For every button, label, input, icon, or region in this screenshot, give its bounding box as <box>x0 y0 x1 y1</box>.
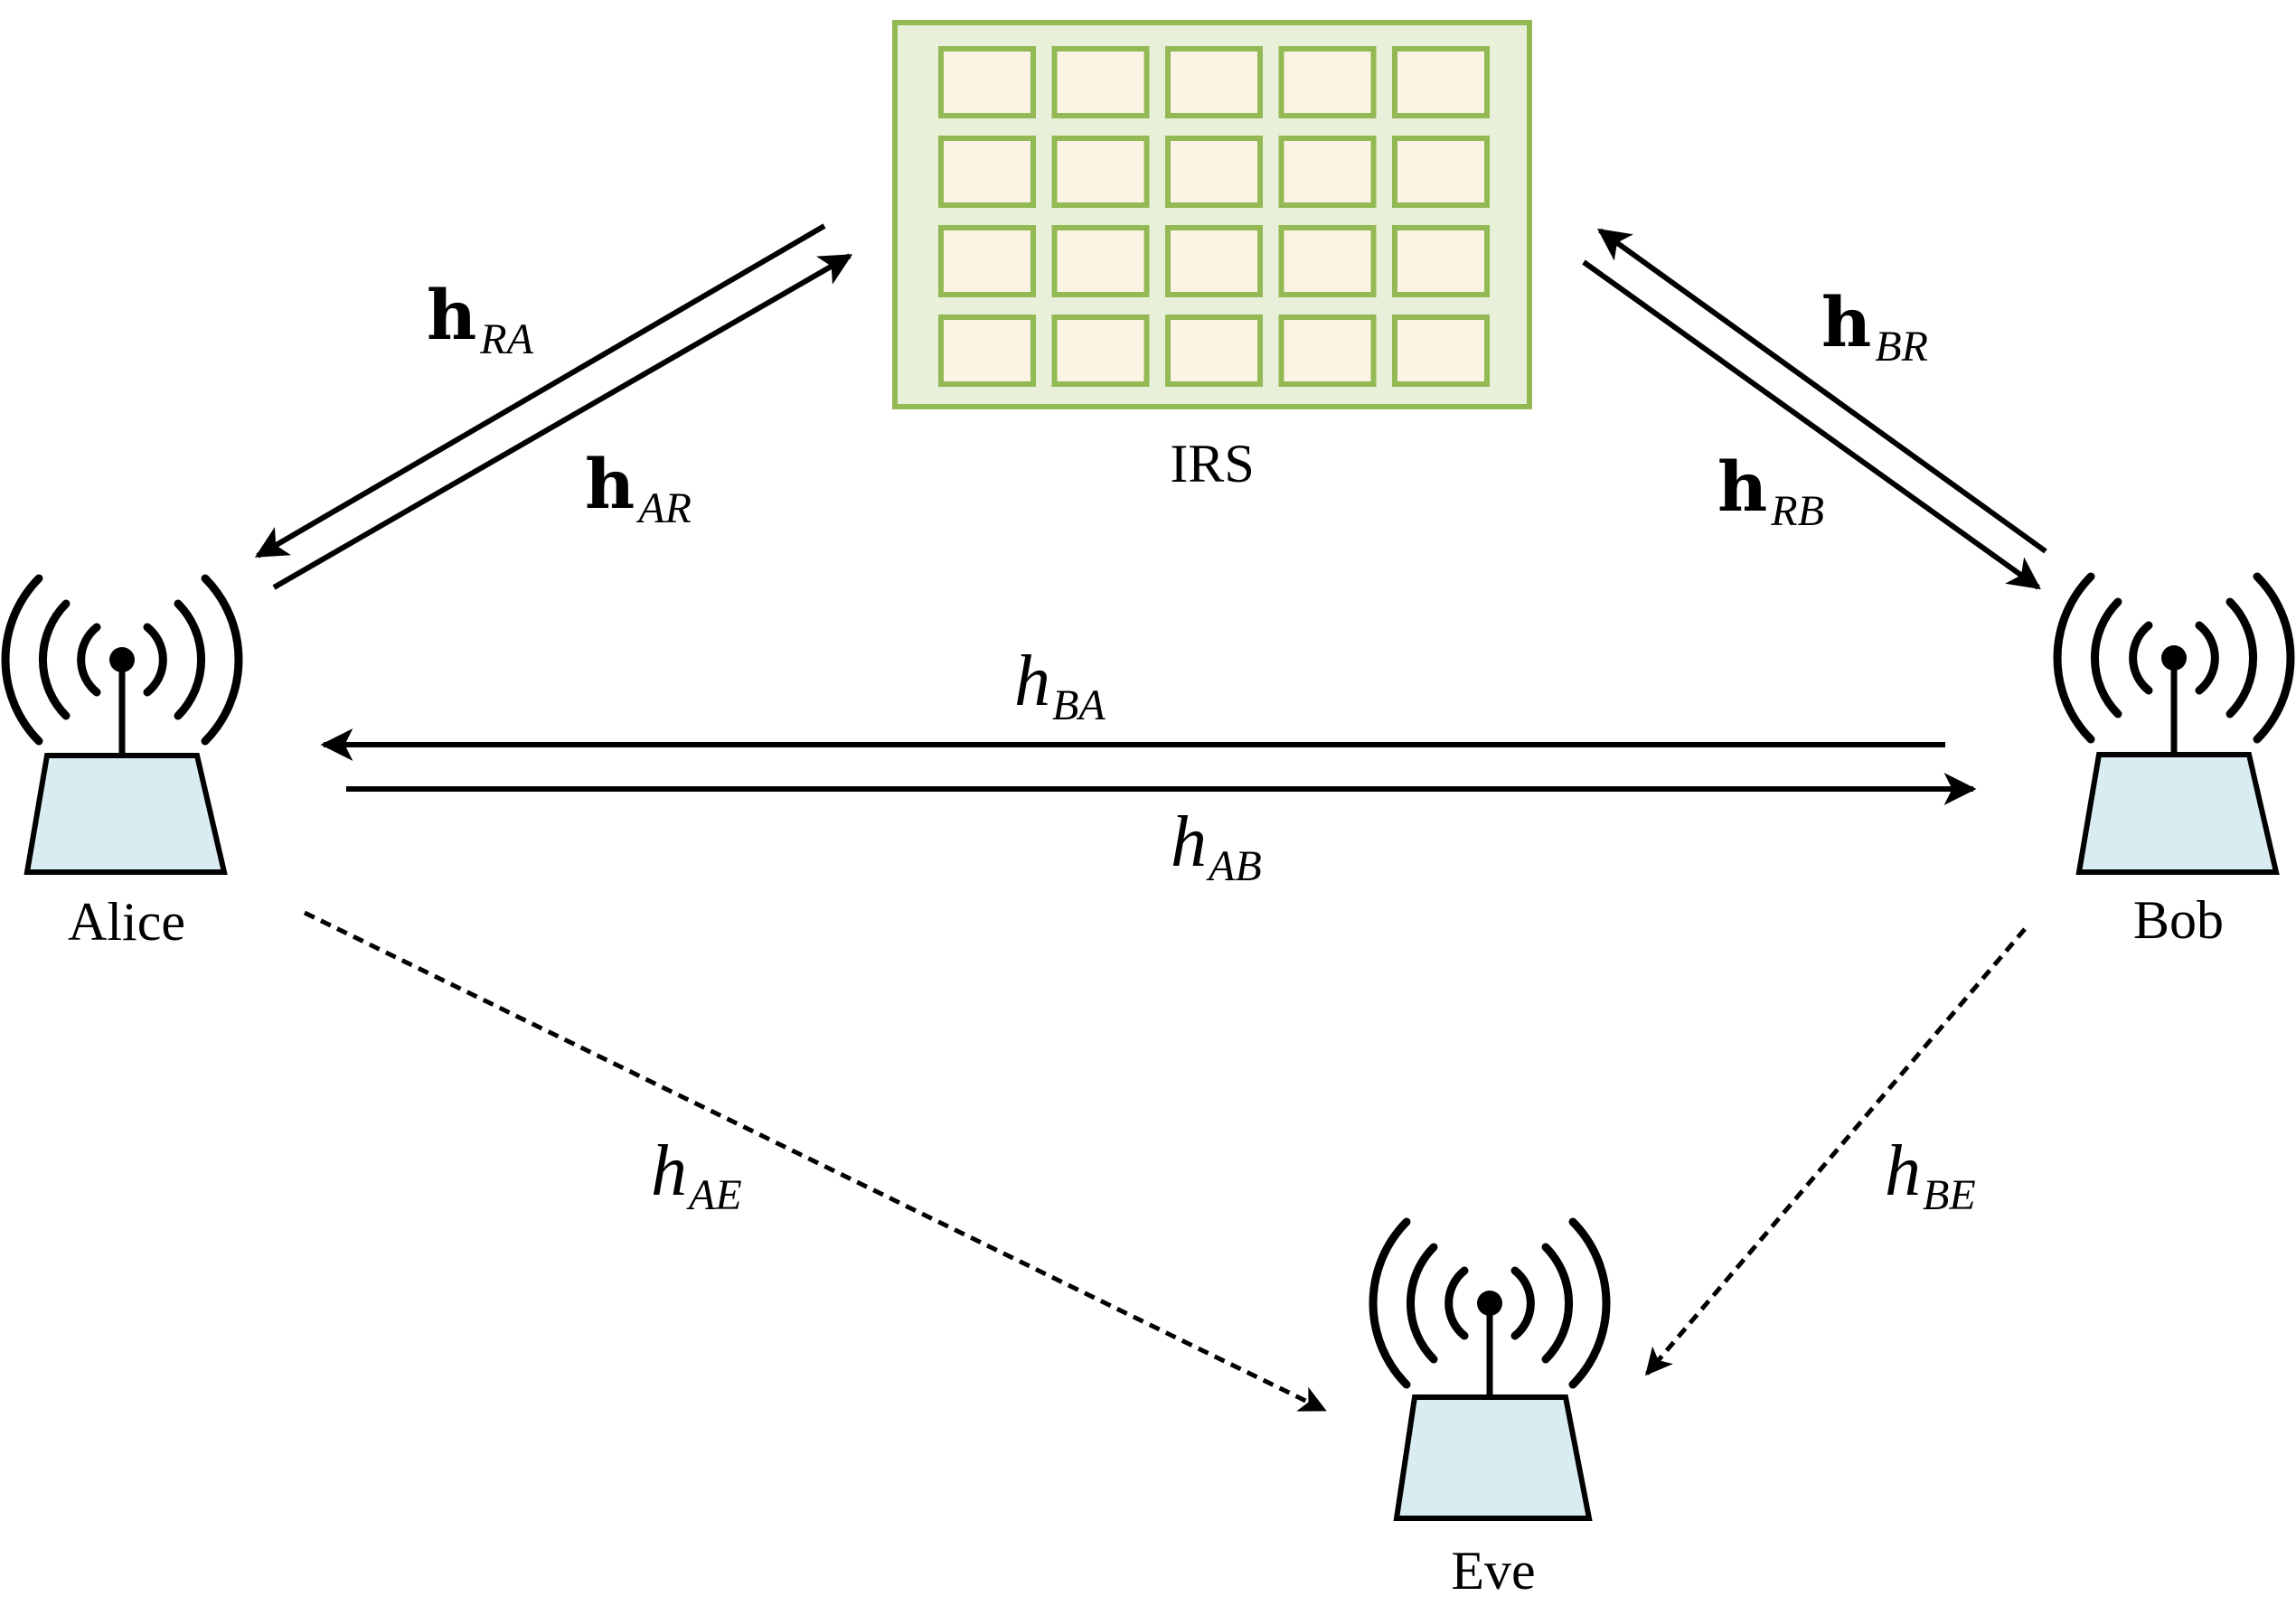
irs-element <box>1165 315 1263 387</box>
eve-base <box>1393 1394 1593 1521</box>
label-h-ae: hAE <box>651 1131 742 1219</box>
label-h-be: hBE <box>1885 1131 1976 1219</box>
link-h-ra <box>254 223 826 559</box>
irs-element <box>1165 46 1263 118</box>
bob-label: Bob <box>2133 890 2224 950</box>
link-h-br <box>1597 228 2047 554</box>
irs-element <box>938 315 1036 387</box>
irs-element <box>1051 225 1150 297</box>
link-h-ar <box>272 253 853 590</box>
irs-element <box>1051 136 1150 208</box>
irs-element <box>938 225 1036 297</box>
irs-element <box>938 46 1036 118</box>
label-h-ar: hAR <box>585 444 692 532</box>
irs-element <box>1278 225 1377 297</box>
bob-base <box>2075 752 2280 875</box>
irs-element <box>1051 46 1150 118</box>
label-h-ba: hBA <box>1014 642 1106 729</box>
link-h-ae <box>303 910 1327 1413</box>
irs-element <box>1051 315 1150 387</box>
irs-node: IRS <box>892 20 1532 493</box>
label-h-br: hBR <box>1821 282 1928 371</box>
antenna-icon <box>1369 1217 1611 1399</box>
irs-element <box>1165 136 1263 208</box>
irs-element-grid <box>938 46 1490 387</box>
irs-element <box>1392 225 1490 297</box>
alice-base <box>24 753 228 875</box>
alice-node: Alice <box>1 574 243 952</box>
irs-element <box>1278 315 1377 387</box>
alice-label: Alice <box>68 892 185 952</box>
label-h-ra: hRA <box>427 275 534 363</box>
bob-node: Bob <box>2053 572 2295 950</box>
antenna-icon <box>1 574 243 756</box>
link-h-be <box>1645 927 2027 1376</box>
irs-element <box>1392 136 1490 208</box>
irs-element <box>1278 46 1377 118</box>
irs-element <box>1165 225 1263 297</box>
irs-element <box>1392 46 1490 118</box>
irs-label: IRS <box>1170 434 1254 493</box>
link-h-rb <box>1582 259 2041 590</box>
irs-element <box>1392 315 1490 387</box>
label-h-rb: hRB <box>1717 446 1824 535</box>
eve-label: Eve <box>1451 1541 1535 1601</box>
antenna-icon <box>2053 572 2295 754</box>
label-h-ab: hAB <box>1171 803 1262 890</box>
irs-element <box>938 136 1036 208</box>
eve-node: Eve <box>1369 1217 1611 1601</box>
irs-element <box>1278 136 1377 208</box>
